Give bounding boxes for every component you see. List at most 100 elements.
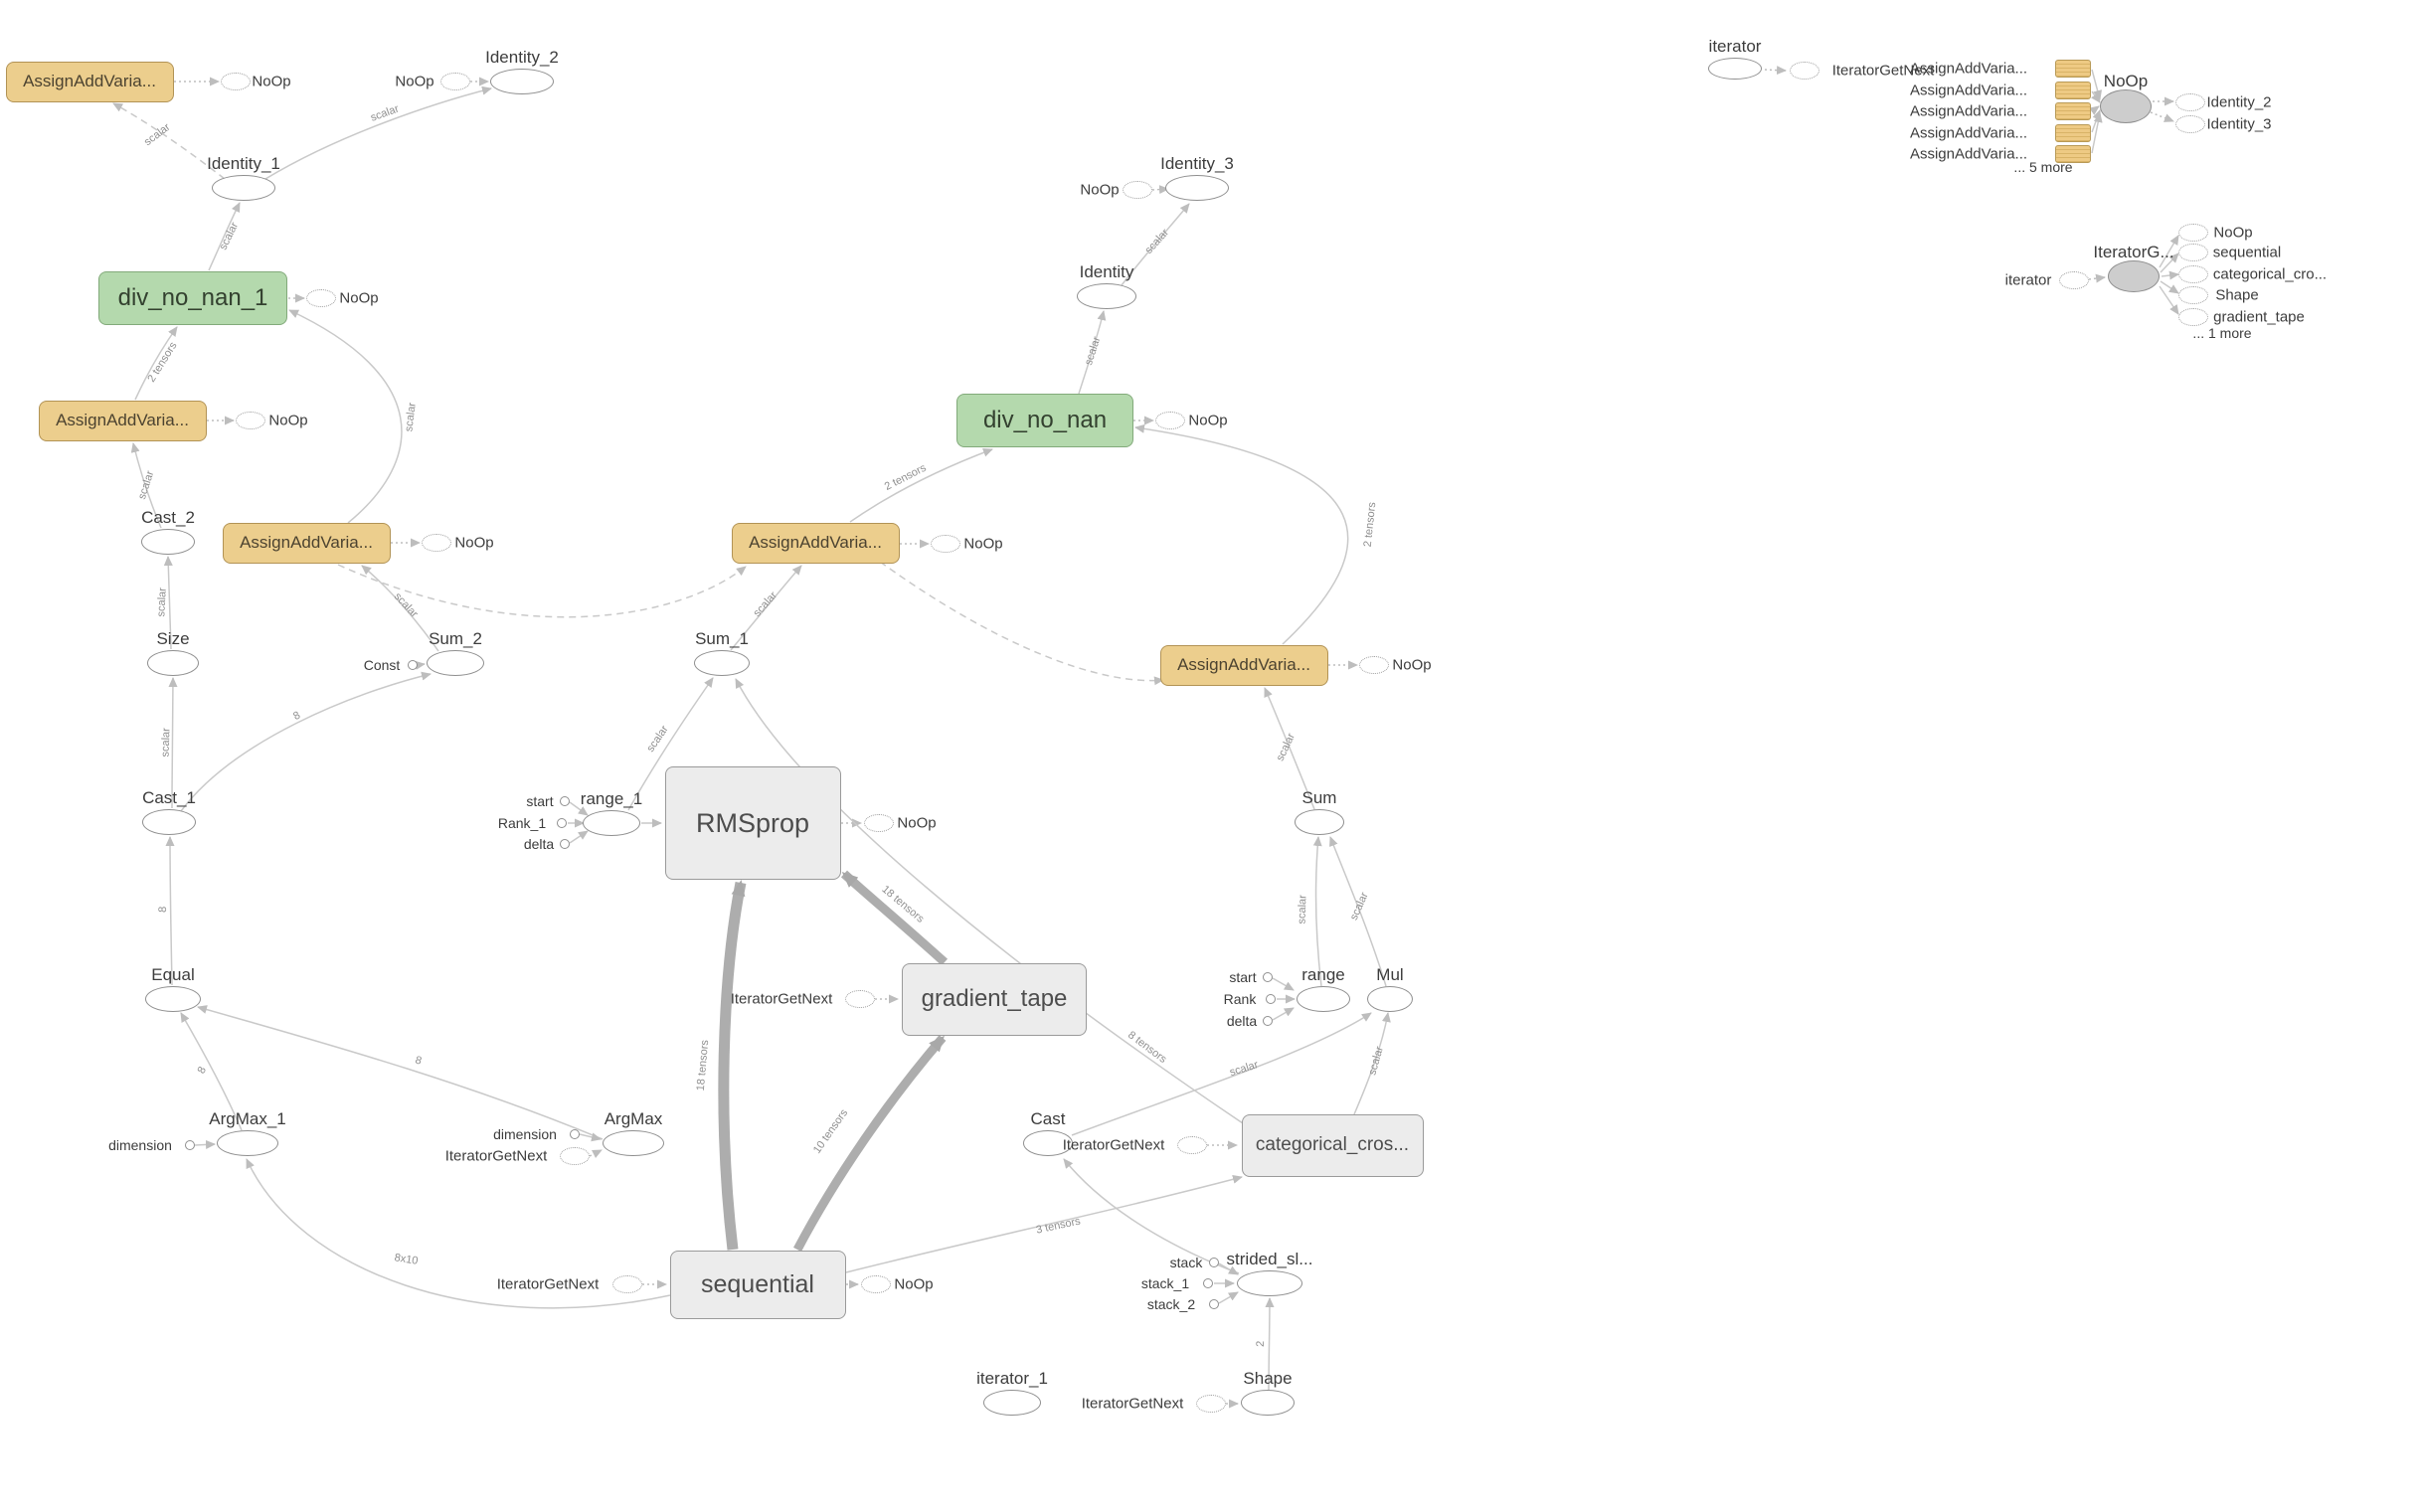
ref-aux-identity_3[interactable] [2175,115,2205,133]
node-mul[interactable] [1367,986,1413,1012]
node-cast_1[interactable] [142,809,196,835]
edge-label-cast1-sum2: 8 [291,710,302,723]
edge-rgdelta-range [1272,1007,1295,1021]
text-aux-1-more: ... 1 more [2192,325,2252,341]
edge-label-range-sum: scalar [1296,895,1308,924]
edge-cast1-size [168,677,178,809]
ref-aux-itergetnext[interactable] [1790,62,1819,80]
node-identity_1[interactable] [212,175,275,201]
edge-const-sum2 [415,660,426,670]
node-aux-iterator[interactable] [1708,58,1762,80]
node-cast_2[interactable] [141,529,195,555]
ref-aux-sequential[interactable] [2178,244,2208,261]
ref-label-div1-noop: NoOp [339,289,379,307]
stack-icon-1-stacked-node-icon[interactable] [2055,60,2091,78]
label-sum_1: Sum_1 [695,629,749,648]
port-label-rg-rank: Rank [1223,991,1257,1007]
ref-aux-categorical[interactable] [2178,265,2208,283]
ref-aux-identity_2[interactable] [2175,93,2205,111]
node-aux-iteratorg[interactable] [2108,260,2160,292]
node-argmax_1[interactable] [217,1130,278,1156]
ref-gt-iterator[interactable] [845,990,875,1008]
node-range_1[interactable] [583,810,640,836]
ref-argmax-iterator[interactable] [560,1147,590,1165]
ref-aux-shape[interactable] [2178,286,2208,304]
node-rmsprop[interactable]: RMSprop [664,766,841,880]
edge-mul-sum [1329,836,1387,987]
node-assignadd_2[interactable]: AssignAddVaria... [38,400,207,441]
edge-seq-argmax1 [246,1158,671,1309]
edge-argmax1-equal [180,1012,243,1131]
ref-label-aux-itergetnext: IteratorGetNext [1831,62,1935,80]
node-assignadd_4[interactable]: AssignAddVaria... [731,522,900,564]
node-assignadd_5[interactable]: AssignAddVaria... [1159,644,1328,686]
label-range: range [1301,965,1345,984]
edge-div2-identity [1078,310,1107,395]
port-label-rg-delta: delta [1226,1013,1258,1029]
edge-cc-sum1 [735,678,1244,1124]
node-argmax[interactable] [603,1130,664,1156]
edge-label-shape-strided: 2 [1255,1341,1267,1348]
ref-a1-noop[interactable] [221,73,251,90]
ref-id3-noop[interactable] [1123,181,1152,199]
stack-icon-5-stacked-node-icon[interactable] [2055,145,2091,163]
port-label-dimension-1: dimension [108,1137,172,1153]
node-equal[interactable] [145,986,201,1012]
label-identity_2: Identity_2 [485,48,559,67]
ref-aux-noop2[interactable] [2178,224,2208,242]
node-shape[interactable] [1241,1390,1295,1416]
edge-sum1-a4 [730,565,802,651]
node-sum_2[interactable] [427,650,484,676]
node-cast[interactable] [1023,1130,1073,1156]
ref-shape-iterator[interactable] [1196,1395,1226,1413]
node-gradient_tape[interactable]: gradient_tape [902,962,1087,1036]
edge-a2-div1 [134,326,178,401]
ref-a4-noop[interactable] [931,535,960,553]
edge-gt-rmsprop [840,870,949,966]
node-div_no_nan[interactable]: div_no_nan [956,394,1133,447]
edge-range-sum [1312,836,1322,987]
stack-icon-2-stacked-node-icon[interactable] [2055,82,2091,99]
node-assignadd_1[interactable]: AssignAddVaria... [5,61,174,102]
ref-rms-noop[interactable] [864,814,894,832]
node-categorical_crossentropy[interactable]: categorical_cros... [1241,1113,1424,1177]
ref-a3-noop[interactable] [422,534,451,552]
label-mul: Mul [1376,965,1404,984]
text-aux-list-2: AssignAddVaria... [1909,82,2028,99]
stack-icon-3-stacked-node-icon[interactable] [2055,102,2091,120]
node-range[interactable] [1297,986,1350,1012]
ref-a5-noop[interactable] [1359,656,1389,674]
ref-div1-noop[interactable] [306,289,336,307]
ref-cc-iterator[interactable] [1177,1136,1207,1154]
edge-r1start-range1 [569,801,589,816]
node-identity_3[interactable] [1165,175,1229,201]
stack-icon-4-stacked-node-icon[interactable] [2055,124,2091,142]
label-argmax_1: ArgMax_1 [209,1109,286,1128]
node-sum[interactable] [1295,809,1344,835]
node-assignadd_3[interactable]: AssignAddVaria... [222,522,391,564]
node-strided_slice[interactable] [1237,1270,1302,1296]
node-aux-noop[interactable] [2100,89,2152,123]
port-stack [1209,1258,1219,1267]
node-iterator_1[interactable] [983,1390,1041,1416]
node-sequential[interactable]: sequential [669,1250,846,1319]
ref-label-id2-noop: NoOp [395,73,434,90]
node-size[interactable] [147,650,199,676]
node-identity[interactable] [1077,283,1136,309]
ref-div2-noop[interactable] [1155,412,1185,429]
port-r1-start [560,796,570,806]
ref-seq-iterator[interactable] [612,1275,642,1293]
ref-aux-gradient_tape[interactable] [2178,308,2208,326]
ref-seq-noop[interactable] [861,1275,891,1293]
node-identity_2[interactable] [490,69,554,94]
node-sum_1[interactable] [694,650,750,676]
ref-id2-noop[interactable] [440,73,470,90]
ref-label-a4-noop: NoOp [963,535,1003,553]
edge-label-seq-argmax1: 8x10 [394,1252,419,1267]
edge-amiter-argmax [589,1149,603,1159]
ref-aux-iterator2[interactable] [2059,271,2089,289]
edge-cast2-a2 [130,442,162,529]
node-div_no_nan_1[interactable]: div_no_nan_1 [98,271,287,325]
ref-label-cc-iterator: IteratorGetNext [1062,1136,1165,1154]
ref-a2-noop[interactable] [236,412,265,429]
